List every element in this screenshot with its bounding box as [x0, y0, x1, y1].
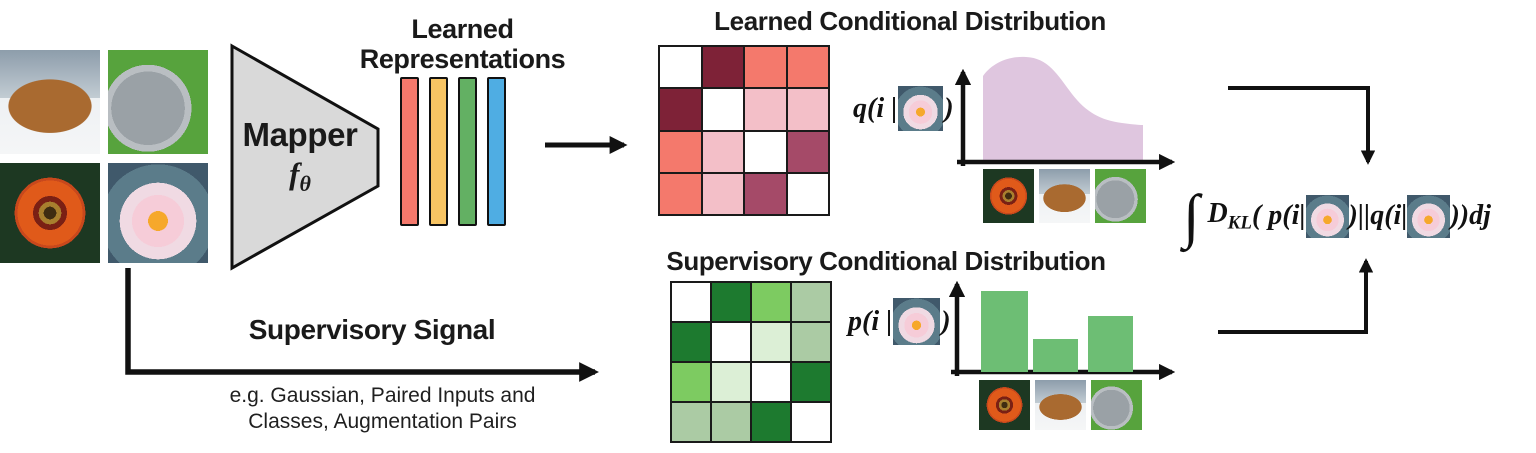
mapper-symbol: fθ [238, 156, 362, 197]
matrix-cell [745, 131, 786, 172]
lotus-thumbnail [898, 86, 944, 131]
probability-bar [1033, 339, 1078, 372]
representations-label-line2: Representations [359, 44, 566, 75]
matrix-cell [787, 89, 828, 130]
matrix-cell [787, 131, 828, 172]
supervisory-similarity-matrix [670, 281, 832, 443]
matrix-cell [752, 323, 790, 361]
formula-dj-term: ))dj [1450, 200, 1491, 231]
matrix-cell [672, 283, 710, 321]
learned-density-curve [983, 56, 1143, 162]
representation-bar [487, 77, 506, 226]
matrix-cell [792, 323, 830, 361]
learned-similarity-matrix [658, 45, 830, 216]
dog-photo [1035, 380, 1086, 430]
integral-sign: ∫ [1183, 183, 1200, 249]
p-label-suffix: ) [941, 305, 951, 337]
p-label-prefix: p(i | [848, 305, 893, 337]
cat-photo [1095, 169, 1146, 223]
learned-axis-images [983, 169, 1146, 223]
dog-photo [1039, 169, 1090, 223]
kl-objective-formula: ∫ DKL ( p(i| )||q(i| ))dj [1183, 183, 1491, 249]
matrix-cell [792, 363, 830, 401]
dog-photo [0, 50, 100, 154]
mapper-label: Mapper [242, 116, 358, 153]
matrix-cell [672, 323, 710, 361]
representation-bar [400, 77, 419, 226]
matrix-cell [787, 173, 828, 214]
probability-bar [981, 291, 1028, 372]
q-label-prefix: q(i | [853, 92, 898, 124]
matrix-cell [745, 47, 786, 88]
matrix-cell [752, 283, 790, 321]
formula-q-term: )||q(i| [1348, 200, 1408, 231]
cat-photo [1091, 380, 1142, 430]
supervisory-axis-images [979, 380, 1142, 430]
gazania-photo [983, 169, 1034, 223]
matrix-cell [660, 131, 701, 172]
learned-to-kl-arrow [1228, 86, 1376, 165]
matrix-cell [660, 47, 701, 88]
signal-note-line2: Classes, Augmentation Pairs [248, 409, 517, 433]
supervisory-to-kl-arrow [1218, 258, 1374, 334]
gazania-photo [979, 380, 1030, 430]
matrix-cell [792, 283, 830, 321]
matrix-cell [702, 131, 743, 172]
supervisory-title: Supervisory Conditional Distribution [666, 246, 1106, 276]
matrix-cell [752, 363, 790, 401]
mapper-symbol-theta: θ [299, 171, 311, 197]
supervisory-bar-chart [957, 270, 1182, 372]
representation-bar [458, 77, 477, 226]
representation-bars [400, 77, 506, 226]
q-distribution-label: q(i | ) [853, 86, 954, 131]
matrix-cell [702, 47, 743, 88]
matrix-cell [712, 363, 750, 401]
q-label-suffix: ) [944, 92, 954, 124]
input-image-grid [0, 50, 208, 263]
dkl-d: D [1207, 197, 1228, 229]
lotus-photo [108, 163, 208, 263]
probability-bar [1088, 316, 1133, 372]
supervisory-signal-note: e.g. Gaussian, Paired Inputs and Classes… [225, 383, 540, 434]
matrix-cell [702, 173, 743, 214]
matrix-cell [660, 89, 701, 130]
matrix-cell [702, 89, 743, 130]
cat-photo [108, 50, 208, 154]
learned-title: Learned Conditional Distribution [714, 6, 1106, 36]
matrix-cell [787, 47, 828, 88]
matrix-cell [672, 363, 710, 401]
representations-label-line1: Learned [411, 14, 514, 44]
matrix-cell [745, 89, 786, 130]
matrix-cell [712, 323, 750, 361]
lotus-thumbnail [1305, 194, 1349, 238]
matrix-cell [792, 403, 830, 441]
gazania-photo [0, 163, 100, 263]
matrix-cell [712, 403, 750, 441]
matrix-cell [660, 173, 701, 214]
matrix-cell [672, 403, 710, 441]
mapper-symbol-f: f [289, 156, 300, 191]
dkl-sub: KL [1227, 212, 1252, 234]
matrix-cell [745, 173, 786, 214]
lotus-thumbnail [1407, 194, 1451, 238]
representation-bar [429, 77, 448, 226]
formula-p-term: ( p(i| [1251, 200, 1306, 231]
signal-note-line1: e.g. Gaussian, Paired Inputs and [229, 384, 536, 407]
matrix-cell [712, 283, 750, 321]
matrix-cell [752, 403, 790, 441]
supervisory-signal-label: Supervisory Signal [248, 314, 496, 345]
representations-label: Learned Representations [355, 14, 570, 74]
lotus-thumbnail [893, 298, 941, 345]
dkl-term: DKL [1207, 198, 1252, 235]
p-distribution-label: p(i | ) [848, 298, 951, 345]
